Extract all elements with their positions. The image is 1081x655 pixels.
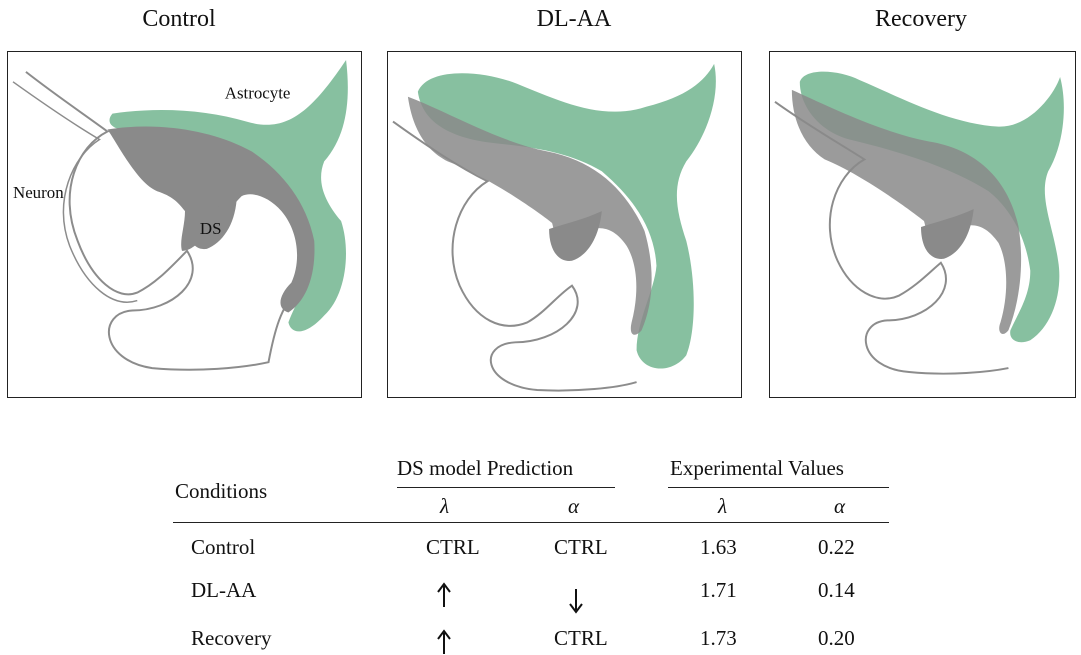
up-arrow-icon	[437, 629, 451, 654]
ds-spine	[549, 211, 602, 262]
row-exp-alpha: 0.22	[818, 535, 855, 559]
row-pred-lambda: CTRL	[426, 535, 480, 559]
neuron-label: Neuron	[13, 183, 64, 202]
row-condition: Recovery	[191, 626, 272, 650]
pred-lambda-header: λ	[440, 494, 450, 518]
row-exp-alpha: 0.14	[818, 578, 855, 602]
exp-alpha-header: α	[834, 494, 846, 518]
row-pred-alpha: CTRL	[554, 626, 608, 650]
pred-alpha-header: α	[568, 494, 580, 518]
row-exp-alpha: 0.20	[818, 626, 855, 650]
panel-title-recovery: Recovery	[875, 6, 967, 32]
row-condition: Control	[191, 535, 256, 559]
experimental-group-rule	[668, 487, 889, 488]
ds-label: DS	[200, 219, 222, 238]
neuron-outline	[392, 120, 637, 392]
ds-region	[791, 89, 1022, 334]
row-pred-alpha: CTRL	[554, 535, 608, 559]
prediction-group-header: DS model Prediction	[397, 456, 574, 480]
control-diagram: Astrocyte Neuron DS	[12, 59, 348, 371]
row-condition: DL-AA	[191, 578, 257, 602]
prediction-group-rule	[397, 487, 615, 488]
row-exp-lambda: 1.63	[700, 535, 737, 559]
neuron-outline-inner	[12, 81, 138, 303]
panel-dl-aa	[387, 51, 742, 398]
down-arrow-icon	[569, 589, 583, 614]
recovery-diagram	[774, 71, 1064, 375]
panel-title-control: Control	[142, 6, 216, 32]
dl-aa-diagram	[392, 63, 716, 392]
astrocyte-label: Astrocyte	[225, 84, 291, 103]
row-exp-lambda: 1.73	[700, 626, 737, 650]
row-exp-lambda: 1.71	[700, 578, 737, 602]
panel-recovery	[769, 51, 1076, 398]
ds-spine	[184, 199, 237, 250]
panel-control: Astrocyte Neuron DS	[7, 51, 362, 398]
experimental-group-header: Experimental Values	[670, 456, 844, 480]
table-header-rule	[173, 522, 889, 523]
exp-lambda-header: λ	[718, 494, 728, 518]
ds-region	[407, 96, 652, 335]
up-arrow-icon	[437, 582, 451, 607]
conditions-header: Conditions	[175, 479, 268, 503]
panel-title-dl-aa: DL-AA	[536, 6, 612, 32]
neuron-outline	[25, 71, 298, 371]
ds-spine	[921, 209, 974, 259]
